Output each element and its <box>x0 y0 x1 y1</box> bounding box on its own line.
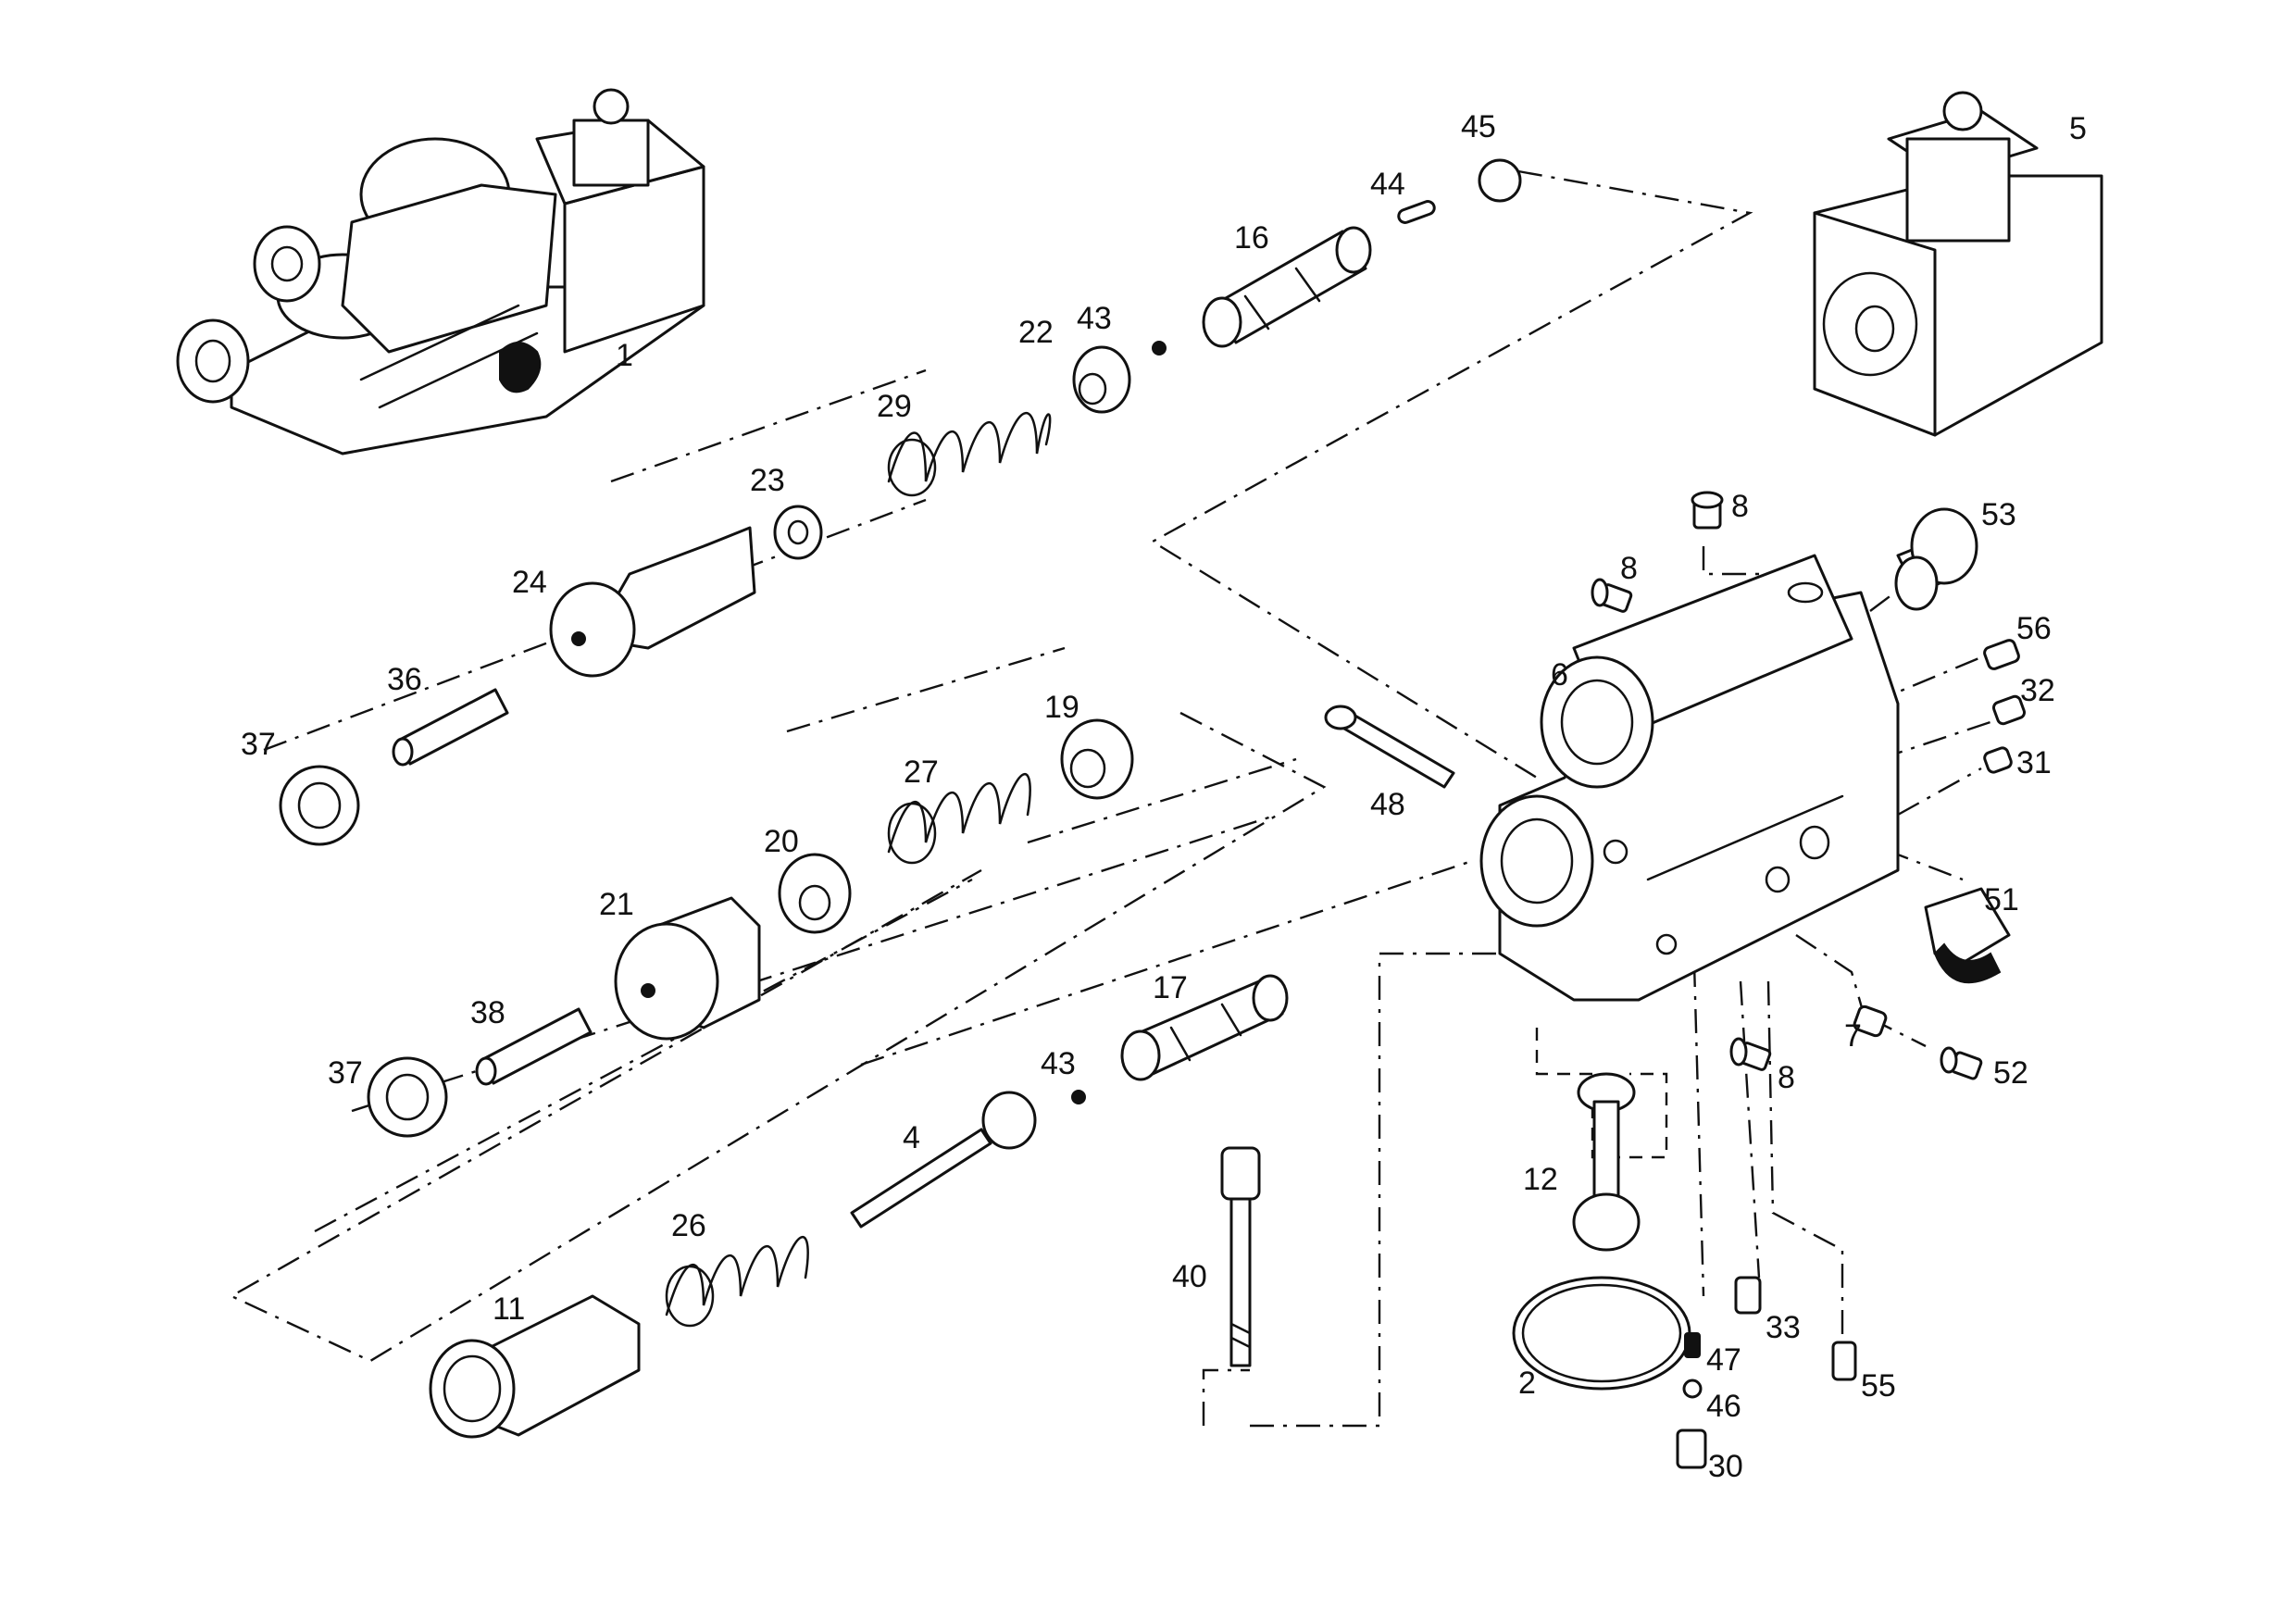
part-47-spring <box>1684 1332 1701 1358</box>
part-24-adjuster <box>549 526 756 678</box>
label-19: 19 <box>1044 690 1079 725</box>
label-2: 2 <box>1518 1366 1536 1401</box>
label-17: 17 <box>1153 970 1188 1005</box>
part-52-plug <box>1940 1046 1983 1080</box>
part-43-ball-lower <box>1071 1090 1086 1104</box>
label-51: 51 <box>1984 882 2019 917</box>
part-8c-plug <box>1729 1037 1772 1071</box>
small-parts <box>1220 491 2027 1469</box>
label-43b: 43 <box>1041 1046 1076 1081</box>
label-56: 56 <box>2016 611 2052 646</box>
part-21-adjuster <box>614 896 761 1041</box>
label-45: 45 <box>1461 109 1496 144</box>
part-4-pin <box>850 1091 1037 1229</box>
part-12-spool <box>1572 1072 1641 1252</box>
part-2-o-ring <box>1512 1276 1691 1391</box>
part-19-seat <box>1060 718 1134 800</box>
label-30: 30 <box>1708 1449 1743 1484</box>
label-37b: 37 <box>328 1055 363 1091</box>
part-37-cap-lower <box>367 1056 448 1138</box>
label-29: 29 <box>877 389 912 424</box>
label-12: 12 <box>1523 1162 1558 1197</box>
label-33: 33 <box>1766 1310 1801 1345</box>
part-32-grub-screw <box>1991 694 2027 726</box>
label-24: 24 <box>512 565 547 600</box>
part-33-grub-screw <box>1734 1276 1762 1315</box>
label-20: 20 <box>764 824 799 859</box>
part-53-plug <box>1894 507 1978 611</box>
part-37-cap-upper <box>279 765 360 846</box>
part-22-seat <box>1072 345 1131 414</box>
part-26-spring <box>665 1235 809 1328</box>
part-30-grub-screw <box>1676 1429 1707 1469</box>
part-20-washer <box>778 853 852 934</box>
label-53: 53 <box>1981 497 2016 532</box>
label-5: 5 <box>2069 111 2087 146</box>
label-55: 55 <box>1861 1368 1896 1404</box>
part-44-pin <box>1397 200 1436 224</box>
part-23-guide <box>773 505 823 560</box>
label-8b: 8 <box>1620 551 1638 586</box>
part-48-screw <box>1324 705 1455 789</box>
part-5-solenoid-coil <box>1813 91 2103 437</box>
label-38: 38 <box>470 995 505 1030</box>
label-43a: 43 <box>1077 301 1112 336</box>
label-46: 46 <box>1706 1389 1741 1424</box>
part-27-spring <box>887 772 1031 865</box>
part-8a-plug <box>1691 491 1724 530</box>
label-31: 31 <box>2016 745 2052 780</box>
part-46-ball <box>1682 1379 1703 1399</box>
label-6: 6 <box>1551 657 1568 692</box>
part-31-grub-screw <box>1983 746 2013 774</box>
label-1: 1 <box>616 338 633 373</box>
label-40: 40 <box>1172 1259 1207 1294</box>
label-11: 11 <box>493 1291 525 1327</box>
label-47: 47 <box>1706 1342 1741 1378</box>
label-21: 21 <box>599 887 634 922</box>
part-8b-plug <box>1591 578 1633 613</box>
upper-spool-parts <box>279 158 1522 846</box>
part-38-screw <box>475 1007 593 1086</box>
part-6-valve-body <box>1479 554 1900 1002</box>
part-11-sleeve <box>429 1294 641 1439</box>
label-32: 32 <box>2020 673 2055 708</box>
middle-spool-parts <box>367 718 1134 1138</box>
part-56-grub-screw <box>1983 639 2020 670</box>
label-8c: 8 <box>1778 1060 1795 1095</box>
part-labels: 1 2 4 5 6 7 8 8 8 11 12 16 17 19 20 21 2… <box>241 109 2087 1484</box>
label-22: 22 <box>1018 315 1054 350</box>
part-17-spool <box>1120 974 1289 1081</box>
part-51-fitting <box>1924 887 2011 984</box>
part-40-bolt <box>1220 1146 1261 1367</box>
part-16-spool <box>1202 226 1372 348</box>
part-7-grub-screw <box>1853 1004 1888 1038</box>
label-27: 27 <box>904 755 939 790</box>
part-43-ball-upper <box>1152 341 1167 356</box>
lower-spool-parts <box>429 974 1289 1439</box>
part-1-valve-assembly <box>176 88 705 455</box>
label-48: 48 <box>1370 787 1405 822</box>
label-52: 52 <box>1993 1055 2028 1091</box>
part-29-spring <box>887 411 1052 497</box>
part-55-grub-screw <box>1831 1341 1857 1381</box>
label-16: 16 <box>1234 220 1269 256</box>
label-4: 4 <box>903 1120 920 1155</box>
label-7: 7 <box>1844 1018 1862 1054</box>
label-36: 36 <box>387 662 422 697</box>
label-26: 26 <box>671 1208 706 1243</box>
label-37a: 37 <box>241 727 276 762</box>
part-36-screw <box>392 688 509 767</box>
part-45-cap <box>1478 158 1522 203</box>
label-44: 44 <box>1370 167 1405 202</box>
label-23: 23 <box>750 463 785 498</box>
label-8a: 8 <box>1731 489 1749 524</box>
